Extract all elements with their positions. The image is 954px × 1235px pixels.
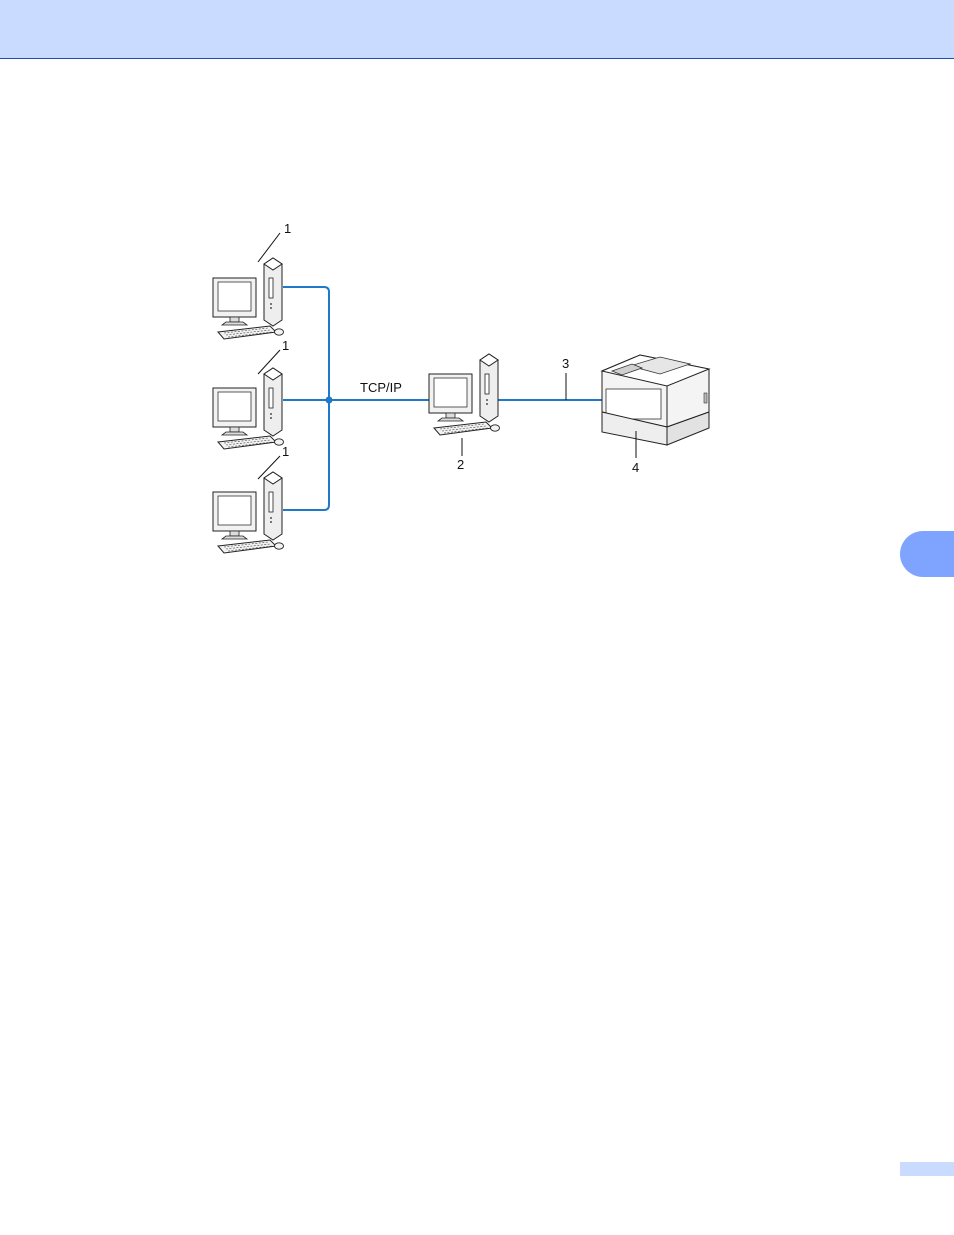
callout-client-2: 1 bbox=[282, 338, 289, 353]
callout-printer: 4 bbox=[632, 460, 639, 475]
tcp-ip-label: TCP/IP bbox=[360, 380, 402, 395]
network-junction-dot bbox=[326, 397, 333, 404]
client-pc-icon-1 bbox=[213, 258, 284, 339]
callout-client-1: 1 bbox=[284, 221, 291, 236]
client-pc-icon-3 bbox=[213, 472, 284, 553]
server-pc-icon bbox=[429, 354, 500, 435]
client-pc-icon-2 bbox=[213, 368, 284, 449]
callout-connection: 3 bbox=[562, 356, 569, 371]
printer-icon bbox=[602, 355, 709, 445]
callout-client-3: 1 bbox=[282, 444, 289, 459]
callout-server: 2 bbox=[457, 457, 464, 472]
